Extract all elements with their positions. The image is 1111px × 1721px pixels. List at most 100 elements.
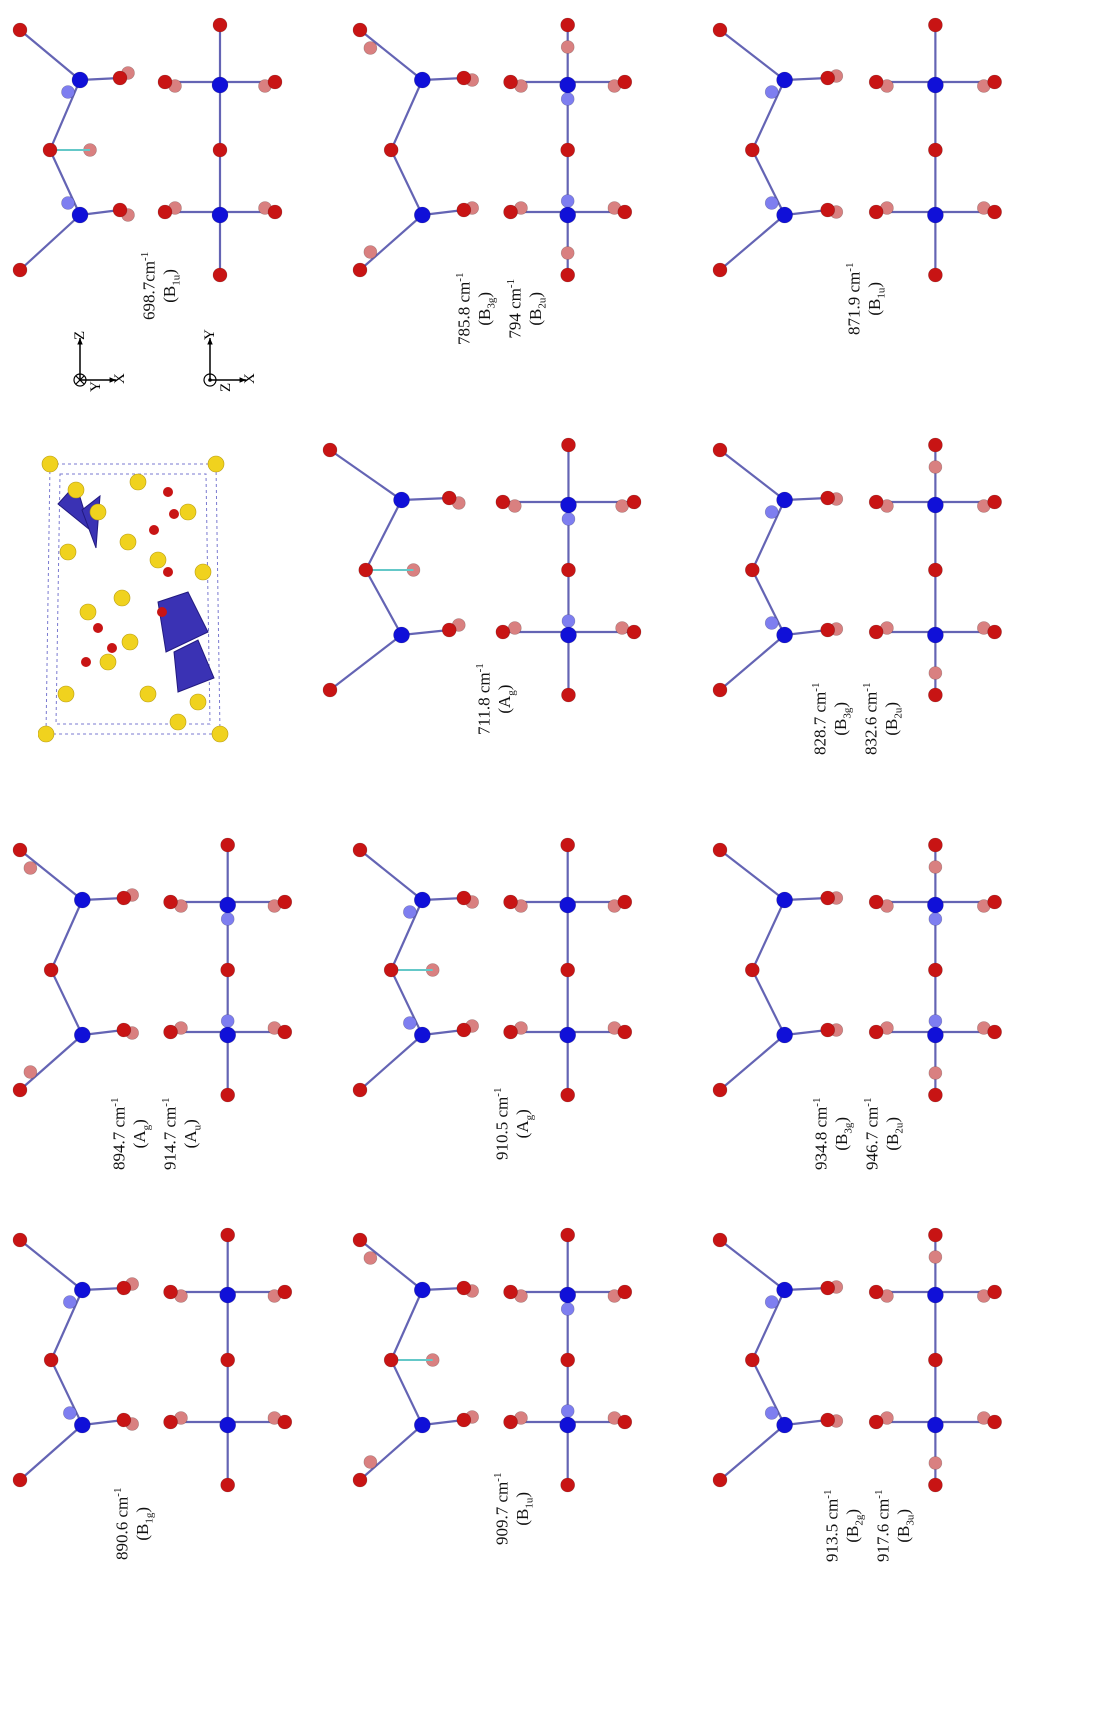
caption-superscript: -1 xyxy=(822,1489,834,1499)
oxygen-atom xyxy=(745,562,760,578)
oxygen-atom xyxy=(163,567,173,577)
oxygen-atom xyxy=(560,962,575,978)
caption-subscript: 2u xyxy=(536,297,549,309)
caption-line: 894.7 cm-1 xyxy=(105,1098,130,1170)
tungsten-atom-displaced xyxy=(764,85,779,99)
bond xyxy=(390,899,424,971)
oxygen-atom xyxy=(712,1082,728,1098)
tungsten-atom xyxy=(776,71,793,89)
oxygen-atom xyxy=(116,1280,132,1296)
tungsten-atom-displaced xyxy=(764,1406,779,1420)
tungsten-atom-displaced xyxy=(561,512,576,526)
mode-panel-m2 xyxy=(340,0,650,300)
oxygen-atom xyxy=(441,622,457,638)
cation-atom xyxy=(121,633,139,651)
axis-label: Z xyxy=(72,331,88,340)
bond xyxy=(50,969,84,1036)
oxygen-atom xyxy=(987,494,1002,510)
caption-subscript: 3g xyxy=(842,1122,855,1134)
oxygen-atom xyxy=(617,1284,633,1300)
oxygen-atom xyxy=(561,437,576,453)
tungsten-polyhedron xyxy=(173,639,215,693)
caption-text: (A xyxy=(180,1130,200,1149)
oxygen-atom xyxy=(928,1087,943,1103)
cation-atom xyxy=(99,653,117,671)
bond xyxy=(719,214,786,271)
oxygen-atom xyxy=(560,837,575,853)
caption-subscript: 1u xyxy=(875,287,888,299)
tungsten-atom xyxy=(71,71,89,89)
oxygen-atom xyxy=(12,22,28,38)
oxygen-atom-displaced xyxy=(363,245,378,259)
oxygen-atom xyxy=(358,562,374,578)
oxygen-atom xyxy=(107,643,117,653)
caption-text: (B xyxy=(864,298,884,316)
oxygen-atom-displaced xyxy=(928,460,943,474)
oxygen-atom xyxy=(149,525,159,535)
bond xyxy=(19,1034,84,1091)
bond xyxy=(719,1034,786,1091)
caption-text: 794 cm xyxy=(505,288,525,339)
caption-line: 698.7cm-1 xyxy=(135,252,160,320)
oxygen-atom-displaced xyxy=(928,1066,943,1080)
caption-text: 917.6 cm xyxy=(873,1498,893,1562)
oxygen-atom xyxy=(267,74,283,90)
mode-caption-m5: 828.7 cm-1(B3g)832.6 cm-1(B2u) xyxy=(806,683,908,755)
caption-subscript: 1u xyxy=(523,1497,536,1509)
molecule-diagram xyxy=(712,837,1002,1103)
tungsten-atom-displaced xyxy=(764,196,779,210)
oxygen-atom xyxy=(212,267,228,283)
caption-close: ) xyxy=(129,1119,149,1125)
oxygen-atom xyxy=(868,624,884,640)
caption-subscript: 1g xyxy=(143,1512,156,1524)
cation-atom xyxy=(57,685,75,703)
axis-into-symbol xyxy=(73,373,87,387)
oxygen-atom xyxy=(868,894,884,910)
oxygen-atom xyxy=(116,890,132,906)
oxygen-atom xyxy=(157,74,173,90)
mode-caption-m4: 711.8 cm-1(Ag) xyxy=(470,663,521,735)
oxygen-atom-displaced xyxy=(363,41,378,55)
oxygen-atom xyxy=(352,262,368,278)
caption-close: ) xyxy=(831,1116,851,1123)
bond xyxy=(359,849,423,901)
bond xyxy=(719,1239,786,1291)
molecule-diagram xyxy=(712,17,1002,283)
axis-label: Y xyxy=(202,329,218,340)
oxygen-atom xyxy=(503,74,518,90)
mode-caption-m8: 934.8 cm-1(B3g)946.7 cm-1(B2u) xyxy=(807,1098,909,1170)
caption-text: 909.7 cm xyxy=(492,1481,512,1545)
oxygen-atom xyxy=(987,204,1002,220)
bond xyxy=(751,149,786,216)
oxygen-atom xyxy=(212,142,228,158)
oxygen-atom xyxy=(560,1087,575,1103)
tungsten-atom xyxy=(927,626,944,644)
oxygen-atom xyxy=(352,1232,368,1248)
tungsten-atom-displaced xyxy=(764,505,779,519)
tungsten-atom xyxy=(74,1026,91,1044)
caption-line: 785.8 cm-1 xyxy=(450,273,475,345)
caption-close: ) xyxy=(842,1508,862,1515)
tungsten-atom xyxy=(927,1286,944,1304)
tungsten-atom xyxy=(74,1416,91,1434)
caption-text: 698.7cm xyxy=(139,260,159,320)
oxygen-atom xyxy=(220,837,235,853)
oxygen-atom xyxy=(820,622,835,638)
caption-line: (B1g) xyxy=(133,1488,159,1560)
caption-line: (B3u) xyxy=(894,1490,920,1562)
bond xyxy=(390,1359,424,1426)
oxygen-atom xyxy=(820,1022,835,1038)
oxygen-atom xyxy=(220,1087,235,1103)
oxygen-atom xyxy=(495,624,511,640)
oxygen-atom xyxy=(503,204,518,220)
bond xyxy=(390,149,424,216)
caption-close: ) xyxy=(159,269,179,275)
axis-arrowhead xyxy=(239,377,246,383)
tungsten-polyhedron xyxy=(157,591,209,653)
oxygen-atom xyxy=(441,490,457,506)
bond xyxy=(390,1289,424,1361)
caption-superscript: -1 xyxy=(160,1097,173,1107)
bond xyxy=(359,1424,424,1481)
tungsten-atom xyxy=(776,891,793,909)
